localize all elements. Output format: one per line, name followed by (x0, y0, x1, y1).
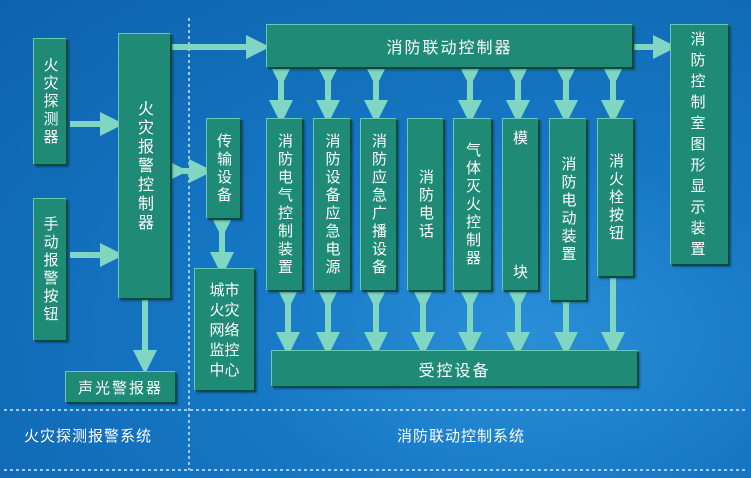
emergency-broadcast-box: 消防应急广播设备 (360, 118, 396, 290)
emergency-power-box: 消防设备应急电源 (313, 118, 350, 290)
city-monitor-center-label: 城市火灾网络监控中心 (209, 280, 240, 379)
fire-alarm-controller-box: 火灾报警控制器 (118, 33, 170, 298)
section-divider (4, 18, 747, 471)
electric-device-box: 消防电动装置 (549, 118, 586, 300)
linkage-controller-box: 消防联动控制器 (266, 24, 632, 67)
controlled-equipment-box: 受控设备 (271, 350, 637, 386)
fire-phone-box: 消防电话 (407, 118, 443, 290)
fire-detector-box: 火灾探测器 (33, 38, 66, 164)
module-label-bottom: 块 (512, 263, 528, 281)
sound-light-alarm-box: 声光警报器 (65, 371, 175, 402)
left-section-label: 火灾探测报警系统 (24, 427, 153, 445)
hydrant-button-box: 消火栓按钮 (597, 118, 633, 276)
city-monitor-center-box: 城市火灾网络监控中心 (194, 268, 254, 390)
control-room-display-box: 消防控制室图形显示装置 (670, 24, 728, 264)
manual-alarm-button-box: 手动报警按钮 (33, 198, 66, 340)
control-room-display-label: 消防控制室图形显示装置 (690, 30, 709, 258)
right-section-label: 消防联动控制系统 (397, 427, 526, 445)
gas-extinguish-controller-box: 气体灭火控制器 (453, 118, 491, 290)
module-label-top: 模 (512, 129, 528, 147)
transmission-device-box: 传输设备 (206, 118, 240, 218)
module-box: 模 块 (502, 118, 538, 290)
fire-electric-control-box: 消防电气控制装置 (266, 118, 302, 290)
